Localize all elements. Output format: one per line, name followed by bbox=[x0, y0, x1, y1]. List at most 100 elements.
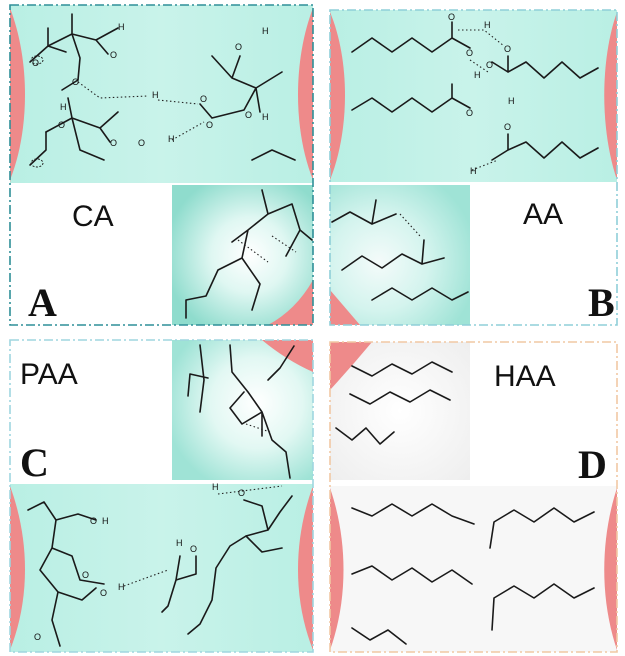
svg-text:H: H bbox=[118, 582, 125, 592]
hydrogen-bond bbox=[77, 81, 149, 99]
svg-text:H: H bbox=[508, 96, 515, 106]
polyacrylic-acid-chain-zoom bbox=[187, 344, 291, 479]
carboxylate-group bbox=[29, 131, 47, 168]
svg-text:H: H bbox=[470, 166, 477, 176]
nanoparticle-right bbox=[298, 486, 313, 650]
svg-text:O: O bbox=[110, 138, 117, 148]
adipic-acid-chain bbox=[491, 55, 599, 79]
polyacrylic-acid-chain bbox=[161, 555, 197, 613]
svg-text:H: H bbox=[168, 134, 175, 144]
svg-text:O: O bbox=[504, 122, 511, 132]
panel-b-border bbox=[329, 9, 618, 326]
svg-text:O: O bbox=[138, 138, 145, 148]
svg-text:O: O bbox=[466, 108, 473, 118]
oxygen-labels: O O O O O O bbox=[448, 12, 511, 132]
citric-acid-chain bbox=[199, 55, 283, 119]
hydrogen-bond bbox=[458, 29, 505, 47]
panel-d-background bbox=[330, 486, 617, 652]
panel-a-background bbox=[10, 5, 313, 183]
panel-letter-c: C bbox=[20, 440, 49, 485]
nanoparticle-left bbox=[330, 488, 344, 650]
svg-text:O: O bbox=[190, 544, 197, 554]
svg-text:H: H bbox=[60, 102, 67, 112]
adipic-acid-chain-zoom bbox=[331, 199, 469, 301]
svg-text:O: O bbox=[110, 50, 117, 60]
nanoparticle-right bbox=[604, 12, 617, 180]
nanoparticle-corner bbox=[330, 342, 372, 390]
svg-text:H: H bbox=[262, 26, 269, 36]
hexanoic-acid-chain bbox=[351, 503, 475, 525]
citric-acid-chain-zoom bbox=[185, 189, 313, 319]
hydrogen-bond bbox=[271, 235, 297, 253]
hydrogen-bond bbox=[245, 423, 271, 433]
hydrogen-labels: H H H H bbox=[470, 20, 515, 176]
adipic-acid-chain bbox=[351, 21, 471, 53]
panel-letter-b: B bbox=[588, 280, 615, 325]
panel-b: O O O O O O H H H H AA B bbox=[329, 9, 618, 326]
adipic-acid-chain bbox=[351, 83, 471, 113]
panel-letter-a: A bbox=[28, 280, 57, 325]
svg-text:O: O bbox=[200, 94, 207, 104]
svg-text:H: H bbox=[484, 20, 491, 30]
svg-text:H: H bbox=[262, 112, 269, 122]
svg-text:H: H bbox=[152, 90, 159, 100]
panel-letter-d: D bbox=[578, 442, 607, 487]
svg-text:H: H bbox=[118, 22, 125, 32]
svg-text:O: O bbox=[235, 42, 242, 52]
hydrogen-bond bbox=[157, 99, 199, 105]
polyacrylic-acid-chain bbox=[187, 495, 293, 635]
svg-text:O: O bbox=[90, 516, 97, 526]
hexanoic-acid-chain bbox=[489, 507, 595, 549]
nanoparticle-left bbox=[10, 486, 25, 650]
panel-b-background bbox=[330, 10, 617, 182]
hydrogen-bond bbox=[471, 159, 499, 171]
molecule-label-haa: HAA bbox=[494, 360, 556, 393]
svg-text:O: O bbox=[245, 110, 252, 120]
molecule-label-aa: AA bbox=[523, 198, 563, 231]
hydrogen-labels: H H H H H H bbox=[60, 22, 269, 144]
oxygen-label: O bbox=[32, 58, 39, 68]
nanoparticle-right bbox=[604, 488, 617, 650]
oxygen-labels: O O O O O O bbox=[34, 488, 245, 642]
svg-text:O: O bbox=[82, 570, 89, 580]
svg-text:O: O bbox=[466, 48, 473, 58]
svg-text:O: O bbox=[486, 60, 493, 70]
svg-text:H: H bbox=[474, 70, 481, 80]
panel-a: O O O O O O O O O O H H H H H H bbox=[9, 4, 314, 326]
panel-d-zoom-region bbox=[330, 342, 470, 480]
hexanoic-acid-chain bbox=[491, 583, 595, 631]
citric-acid-chain bbox=[251, 149, 296, 161]
hexanoic-acid-chain bbox=[351, 627, 407, 645]
svg-text:O: O bbox=[504, 44, 511, 54]
svg-text:O: O bbox=[206, 120, 213, 130]
panel-a-border bbox=[9, 4, 314, 326]
molecule-label-paa: PAA bbox=[20, 358, 78, 391]
polyacrylic-acid-chain-zoom bbox=[267, 345, 295, 381]
svg-text:O: O bbox=[72, 77, 79, 87]
hexanoic-acid-chain bbox=[351, 565, 473, 585]
svg-text:O: O bbox=[238, 488, 245, 498]
hydrogen-labels: H H H H bbox=[102, 482, 219, 592]
polyacrylic-acid-chain bbox=[27, 501, 105, 647]
nanoparticle-left-body bbox=[10, 8, 25, 180]
svg-text:O: O bbox=[58, 120, 65, 130]
hexanoic-acid-chain-zoom bbox=[335, 361, 453, 445]
svg-text:H: H bbox=[176, 538, 183, 548]
panel-d-border bbox=[329, 341, 618, 653]
nanoparticle-corner bbox=[268, 280, 313, 325]
svg-text:O: O bbox=[448, 12, 455, 22]
panel-c-background bbox=[10, 484, 313, 652]
nanoparticle-right bbox=[298, 8, 313, 180]
citric-acid-chain bbox=[45, 97, 119, 161]
molecule-label-ca: CA bbox=[72, 200, 114, 233]
svg-text:O: O bbox=[100, 588, 107, 598]
svg-text:H: H bbox=[212, 482, 219, 492]
panel-d: HAA D bbox=[329, 341, 618, 653]
citric-acid-chain bbox=[47, 13, 119, 91]
panel-c-border bbox=[9, 339, 314, 653]
carboxylate-group: O bbox=[29, 27, 67, 68]
panel-c-zoom-region bbox=[172, 340, 313, 480]
nanoparticle-left bbox=[330, 12, 345, 180]
hydrogen-bond bbox=[217, 485, 283, 495]
